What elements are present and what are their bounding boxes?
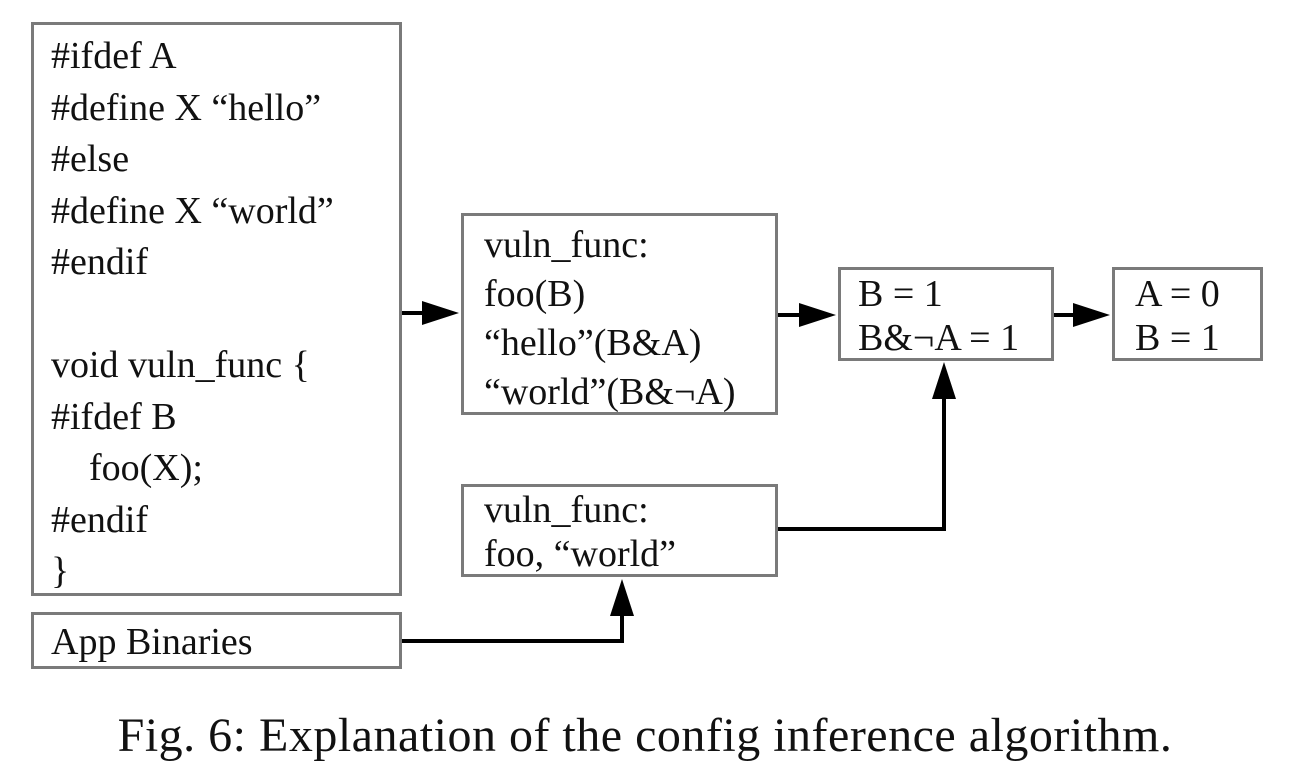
constraints-box: B = 1 B&¬A = 1 — [838, 267, 1054, 361]
source-feature-line: vuln_func: — [484, 224, 649, 266]
binary-features-box: vuln_func: foo, “world” — [461, 484, 778, 577]
source-line: #ifdef B — [51, 395, 177, 438]
source-line: #ifdef A — [51, 35, 177, 77]
binary-feature-line: foo, “world” — [484, 533, 677, 575]
source-features-box: vuln_func: foo(B) “hello”(B&A) “world”(B… — [461, 213, 778, 415]
constraint-line: B = 1 — [858, 273, 943, 315]
source-line: #else — [51, 138, 130, 180]
arrow-source-to-features — [402, 301, 459, 325]
arrow-binary-features-to-constraints — [778, 362, 956, 531]
source-line: #endif — [51, 498, 149, 541]
figure-caption: Fig. 6: Explanation of the config infere… — [117, 709, 1173, 762]
source-line: } — [51, 550, 70, 592]
source-feature-line: “world”(B&¬A) — [484, 371, 736, 413]
solution-line: B = 1 — [1135, 317, 1220, 359]
source-line: #endif — [51, 241, 149, 283]
source-line: foo(X); — [51, 447, 203, 489]
arrow-constraints-to-solution — [1054, 303, 1110, 327]
source-line: void vuln_func { — [51, 344, 310, 386]
source-code-box: #ifdef A #define X “hello” #else #define… — [31, 22, 402, 596]
arrow-features-to-constraints — [778, 303, 836, 327]
binary-feature-line: vuln_func: — [484, 489, 649, 531]
source-feature-line: foo(B) — [484, 273, 586, 315]
app-binaries-label: App Binaries — [51, 621, 253, 663]
solution-box: A = 0 B = 1 — [1112, 267, 1263, 361]
source-line: #define X “hello” — [51, 86, 322, 129]
source-line: #define X “world” — [51, 189, 334, 232]
solution-line: A = 0 — [1135, 273, 1220, 315]
arrow-binaries-to-binary-features — [402, 579, 634, 643]
source-feature-line: “hello”(B&A) — [484, 322, 702, 364]
app-binaries-box: App Binaries — [31, 612, 402, 669]
constraint-line: B&¬A = 1 — [858, 317, 1020, 359]
